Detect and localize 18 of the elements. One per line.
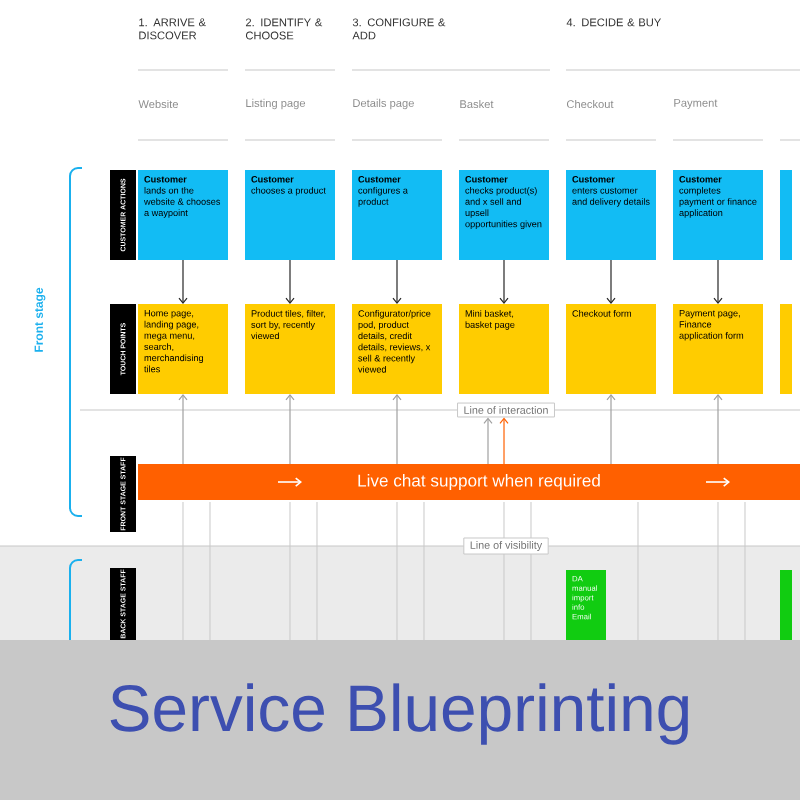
- backstage-box: [780, 570, 792, 640]
- arrow: [392, 259, 402, 304]
- arrow: [499, 259, 509, 304]
- arrow: [713, 394, 723, 465]
- arrow: [606, 394, 616, 465]
- arrow: [285, 394, 295, 465]
- arrow: [178, 394, 188, 465]
- live-chat-bar: Live chat support when required: [138, 464, 800, 500]
- touch-point-box: [780, 304, 792, 394]
- customer-action-box: [780, 170, 792, 260]
- arrow: [606, 259, 616, 304]
- arrow: [178, 259, 188, 304]
- arrow: [713, 259, 723, 304]
- title-banner: Service Blueprinting: [0, 640, 800, 800]
- arrow: [285, 259, 295, 304]
- arrow: [483, 417, 493, 465]
- arrow: [392, 394, 402, 465]
- arrow: [499, 417, 509, 465]
